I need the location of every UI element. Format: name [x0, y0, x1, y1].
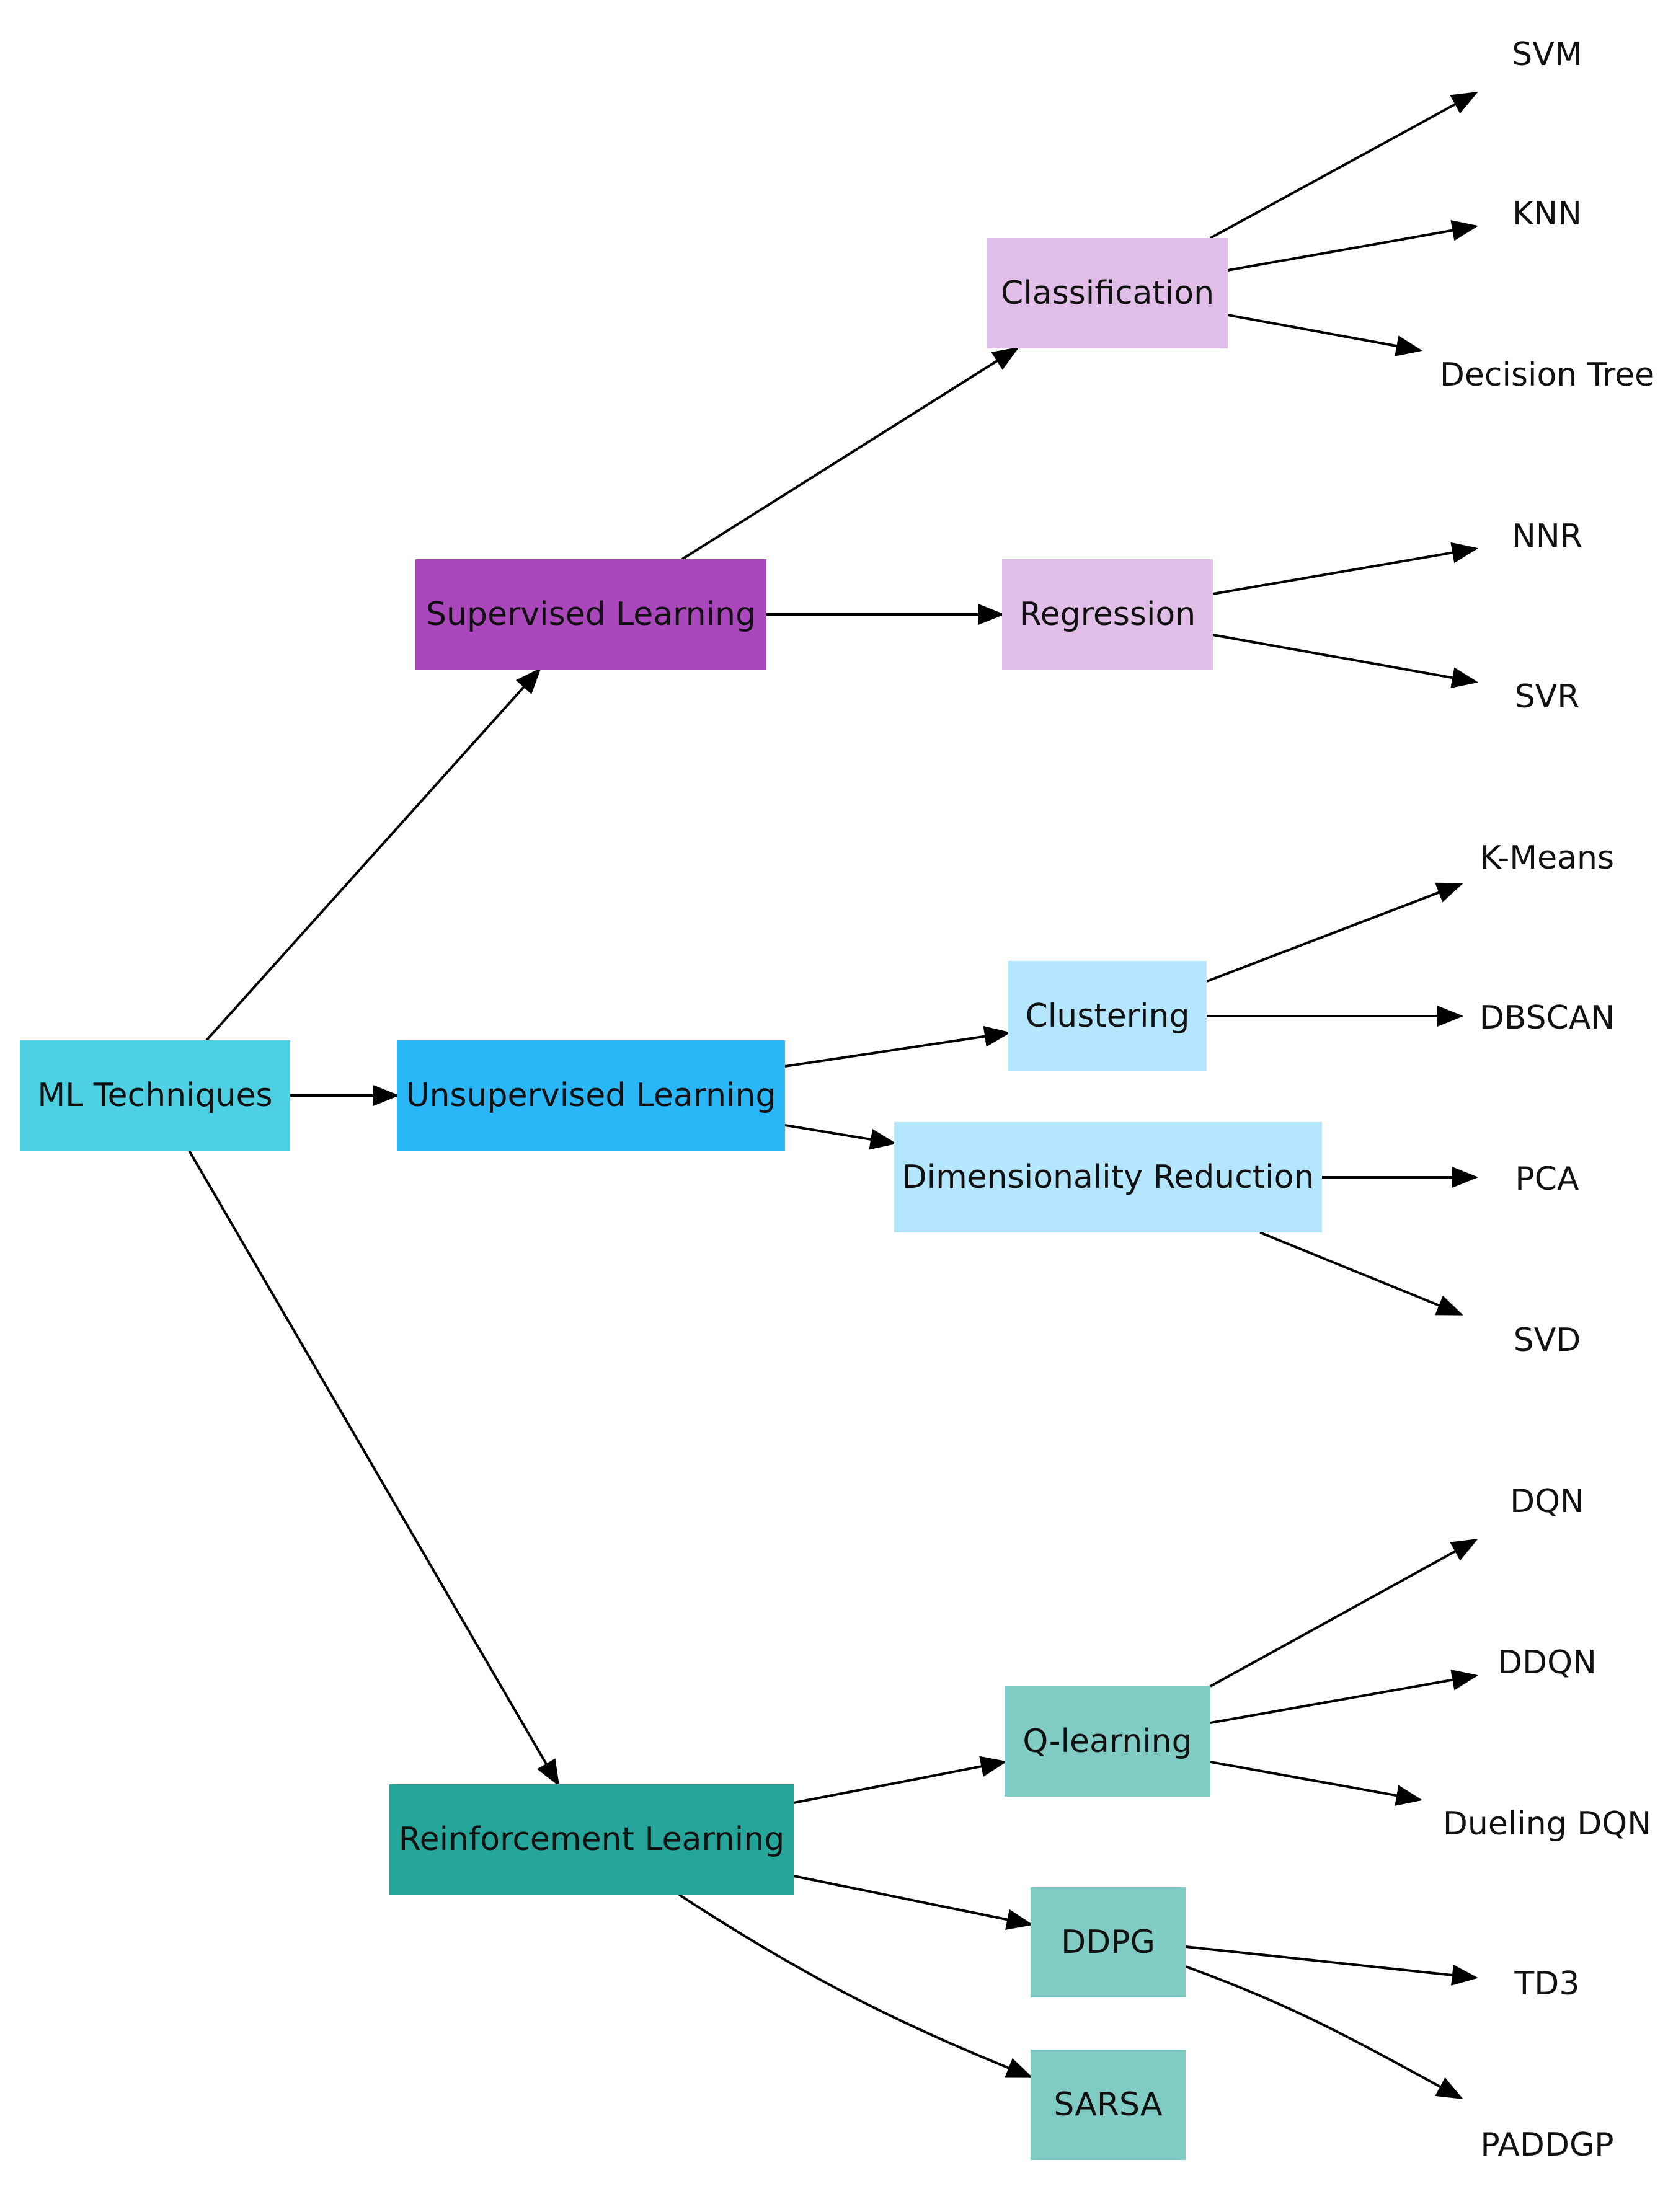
edge-qlearning-dueling — [1210, 1761, 1423, 1806]
leaf-knn: KNN — [1512, 195, 1582, 232]
leaf-dbscan: DBSCAN — [1479, 999, 1615, 1037]
leaf-dueling-dqn: Dueling DQN — [1442, 1805, 1652, 1843]
node-ml-techniques: ML Techniques — [20, 1040, 290, 1151]
node-regression: Regression — [1002, 559, 1213, 670]
leaf-dqn: DQN — [1510, 1483, 1584, 1520]
edge-classification-svm — [1210, 91, 1478, 239]
edge-classification-knn — [1227, 219, 1479, 272]
node-reinforcement-learning: Reinforcement Learning — [389, 1784, 794, 1895]
leaf-svd: SVD — [1513, 1322, 1581, 1359]
leaf-td3: TD3 — [1514, 1965, 1580, 2002]
edge-classification-dtree — [1227, 314, 1423, 356]
edge-regression-nnr — [1212, 542, 1479, 595]
node-supervised-learning: Supervised Learning — [415, 559, 766, 670]
edge-unsupervised-dimred — [784, 1124, 897, 1150]
edge-ddpg-td3 — [1185, 1945, 1479, 1986]
leaf-nnr: NNR — [1512, 518, 1582, 555]
node-clustering: Clustering — [1008, 961, 1207, 1071]
leaf-k-means: K-Means — [1479, 839, 1615, 877]
leaf-svr: SVR — [1514, 678, 1580, 715]
edge-unsupervised-clustering — [784, 1025, 1011, 1068]
node-q-learning: Q-learning — [1005, 1686, 1210, 1797]
leaf-pca: PCA — [1515, 1161, 1579, 1198]
edge-reinforcement-ddpg — [793, 1875, 1034, 1931]
edge-reinforcement-qlearning — [793, 1756, 1008, 1804]
edge-clustering-kmeans — [1206, 882, 1463, 983]
edge-ddpg-paddgp — [1185, 1965, 1463, 2100]
edge-qlearning-dqn — [1210, 1538, 1478, 1688]
leaf-svm: SVM — [1512, 36, 1582, 73]
leaf-decision-tree: Decision Tree — [1439, 356, 1655, 394]
edge-qlearning-ddqn — [1210, 1669, 1479, 1724]
leaf-ddqn: DDQN — [1497, 1644, 1597, 1681]
edge-root-supervised — [205, 667, 541, 1042]
node-unsupervised-learning: Unsupervised Learning — [397, 1040, 785, 1151]
node-classification: Classification — [987, 238, 1228, 348]
node-sarsa: SARSA — [1031, 2050, 1186, 2160]
node-ddpg: DDPG — [1031, 1887, 1186, 1997]
edge-reinforcement-sarsa — [678, 1893, 1033, 2078]
leaf-paddgp: PADDGP — [1480, 2126, 1614, 2164]
node-dimensionality-reduction: Dimensionality Reduction — [894, 1122, 1322, 1232]
edge-dimred-svd — [1259, 1231, 1463, 1316]
edge-root-reinforcement — [188, 1149, 560, 1787]
edge-supervised-classification — [681, 347, 1019, 560]
edge-regression-svr — [1212, 634, 1479, 688]
